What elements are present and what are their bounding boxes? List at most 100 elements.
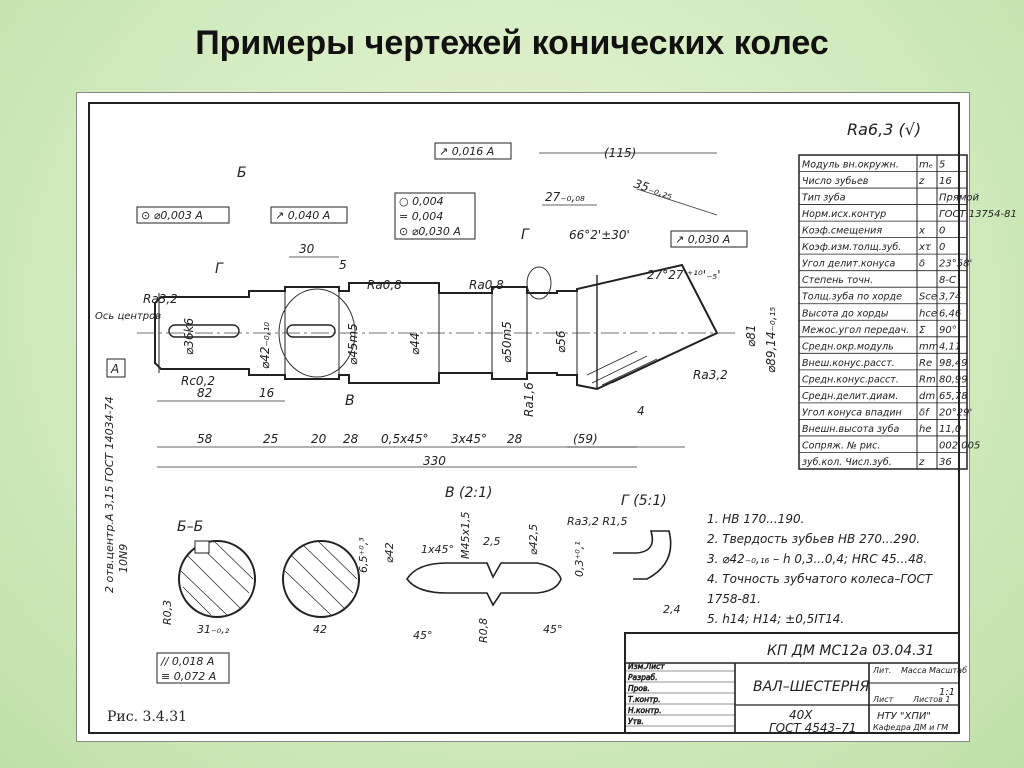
tol-frame-3c: ⊙ ⌀0,030 A: [399, 225, 461, 238]
detail-v-title: В (2:1): [445, 485, 493, 501]
note-line-4: 4. Точность зубчатого колеса–ГОСТ: [707, 572, 934, 586]
ra08-a: Ra0,8: [367, 278, 402, 292]
section-bb-title: Б–Б: [177, 519, 203, 535]
bb-65: 6,5⁺⁰,³: [357, 537, 370, 573]
param-cell-18-2: 36: [939, 457, 952, 468]
tol-frame-6b: ≡ 0,072 A: [161, 670, 216, 683]
note-line-3: 3. ⌀42₋₀,₁₆ – h 0,3...0,4; HRC 45...48.: [707, 552, 927, 566]
param-cell-5-2: 0: [939, 242, 945, 253]
tol-frame-2: ↗ 0,040 A: [275, 209, 330, 222]
param-cell-16-2: 11,0: [939, 424, 961, 435]
dim-30: 30: [299, 242, 315, 256]
param-cell-4-0: Коэф.смещения: [802, 226, 882, 237]
dim-d81: ⌀81: [744, 325, 758, 348]
param-cell-13-0: Средн.конус.расст.: [802, 374, 899, 385]
dim-d45: ⌀45m5: [346, 323, 360, 365]
title-block-sheet: Лист: [872, 695, 894, 704]
g-03: 0,3⁺⁰,¹: [573, 541, 586, 577]
param-cell-14-2: 65,78: [939, 391, 968, 402]
tol-frame-6a: // 0,018 A: [160, 655, 214, 668]
v-d42: ⌀42: [383, 542, 396, 563]
param-cell-12-1: Re: [919, 358, 932, 369]
dim-05x45: 0,5x45°: [381, 432, 428, 446]
title-block-name: ВАЛ–ШЕСТЕРНЯ: [753, 679, 870, 695]
dim-d44: ⌀44: [408, 333, 422, 356]
note-line-5: 1758-81.: [707, 592, 761, 606]
title-block-row-3: Пров.: [628, 684, 650, 693]
param-cell-2-0: Тип зуба: [802, 193, 846, 204]
g-ra: Ra3,2 R1,5: [567, 515, 628, 528]
dim-d56: ⌀56: [554, 330, 568, 353]
title-block-mashtab: Масштаб: [929, 666, 967, 675]
param-cell-12-2: 98,49: [939, 358, 968, 369]
detail-circle-v: [278, 288, 356, 378]
tol-frame-3b: = 0,004: [399, 210, 443, 223]
param-cell-18-1: z: [918, 457, 925, 468]
detail-g: Г (5:1) Ra3,2 R1,5 0,3⁺⁰,¹ 2,4: [567, 493, 681, 616]
param-cell-3-0: Норм.исх.контур: [802, 209, 886, 220]
roughness-general: Ra6,3 (√): [847, 120, 921, 139]
detail-v: В (2:1) ⌀42 1x45° М45x1,5 2,5 ⌀42,5 R0,8…: [383, 485, 563, 643]
dimension-lines: [157, 152, 718, 468]
param-cell-10-0: Межос.угол передач.: [802, 325, 909, 336]
param-cell-9-0: Высота до хорды: [802, 308, 889, 319]
param-cell-6-2: 23°58': [939, 259, 972, 270]
param-cell-15-0: Угол конуса впадин: [802, 407, 902, 418]
title-block-sheets: Листов 1: [912, 695, 951, 704]
param-cell-0-0: Модуль вн.окружн.: [802, 160, 899, 171]
dim-27: 27₋₀,₀₈: [545, 190, 585, 204]
detail-circle-g: [526, 266, 552, 300]
axis-label: Ось центров: [95, 311, 161, 322]
param-cell-5-1: xτ: [918, 242, 932, 253]
gear-teeth-hatch: [586, 350, 668, 386]
param-cell-3-2: ГОСТ 13754-81: [939, 209, 1017, 220]
param-cell-7-2: 8-С: [939, 275, 956, 286]
tolerance-frames: ⊙ ⌀0,003 A ↗ 0,040 A ○ 0,004 = 0,004 ⊙ ⌀…: [136, 142, 748, 684]
param-cell-4-1: x: [918, 226, 925, 237]
tol-frame-4: ↗ 0,016 A: [439, 145, 494, 158]
dim-d42: ⌀42₋₀,₁₀: [258, 322, 272, 369]
tol-frame-1: ⊙ ⌀0,003 A: [141, 209, 203, 222]
datum-a: A: [110, 362, 119, 376]
dim-d50: ⌀50m5: [500, 321, 514, 363]
label-g2: Г: [521, 227, 530, 243]
param-cell-13-2: 80,99: [939, 374, 968, 385]
g-24: 2,4: [663, 603, 681, 616]
param-cell-11-0: Средн.окр.модуль: [802, 341, 894, 352]
slide-title: Примеры чертежей конических колес: [195, 24, 829, 62]
detail-g-title: Г (5:1): [621, 493, 667, 509]
param-cell-13-1: Rm: [919, 374, 936, 385]
technical-notes: 1. НВ 170...190.2. Твердость зубьев НВ 2…: [707, 512, 934, 626]
param-cell-6-1: δ: [919, 259, 925, 270]
dim-3x45: 3x45°: [451, 432, 487, 446]
title-block-code: КП ДМ МС12а 03.04.31: [767, 643, 934, 659]
param-cell-16-1: he: [919, 424, 932, 435]
param-cell-17-0: Сопряж. № рис.: [802, 440, 880, 451]
dim-28a: 28: [343, 432, 359, 446]
param-cell-18-0: зуб.кол. Числ.зуб.: [802, 457, 892, 468]
param-cell-15-1: δf: [919, 407, 930, 418]
dim-82: 82: [197, 386, 212, 400]
title-block-row-5: Н.контр.: [628, 706, 662, 715]
dim-115: (115): [604, 146, 636, 160]
drawing-frame: [88, 102, 960, 734]
title-block-row-6: Утв.: [628, 717, 644, 726]
tol-frame-5: ↗ 0,030 A: [675, 233, 730, 246]
param-cell-7-0: Степень точн.: [802, 275, 873, 286]
note-line-2: 2. Твердость зубьев НВ 270...290.: [707, 532, 920, 546]
dim-16: 16: [259, 386, 275, 400]
param-cell-8-2: 3,74: [939, 292, 961, 303]
ra16: Ra1,6: [522, 382, 536, 417]
bb-31: 31₋₀,₂: [197, 623, 230, 636]
dim-20: 20: [311, 432, 327, 446]
param-cell-14-0: Средн.делит.диам.: [802, 391, 898, 402]
v-1x45: 1x45°: [421, 543, 454, 556]
param-cell-16-0: Внешн.высота зуба: [802, 424, 900, 435]
dim-35: 35₋₀,₂₅: [632, 177, 674, 203]
param-cell-14-1: dm: [919, 391, 935, 402]
param-cell-0-2: 5: [939, 160, 945, 171]
param-cell-1-0: Число зубьев: [802, 176, 869, 187]
